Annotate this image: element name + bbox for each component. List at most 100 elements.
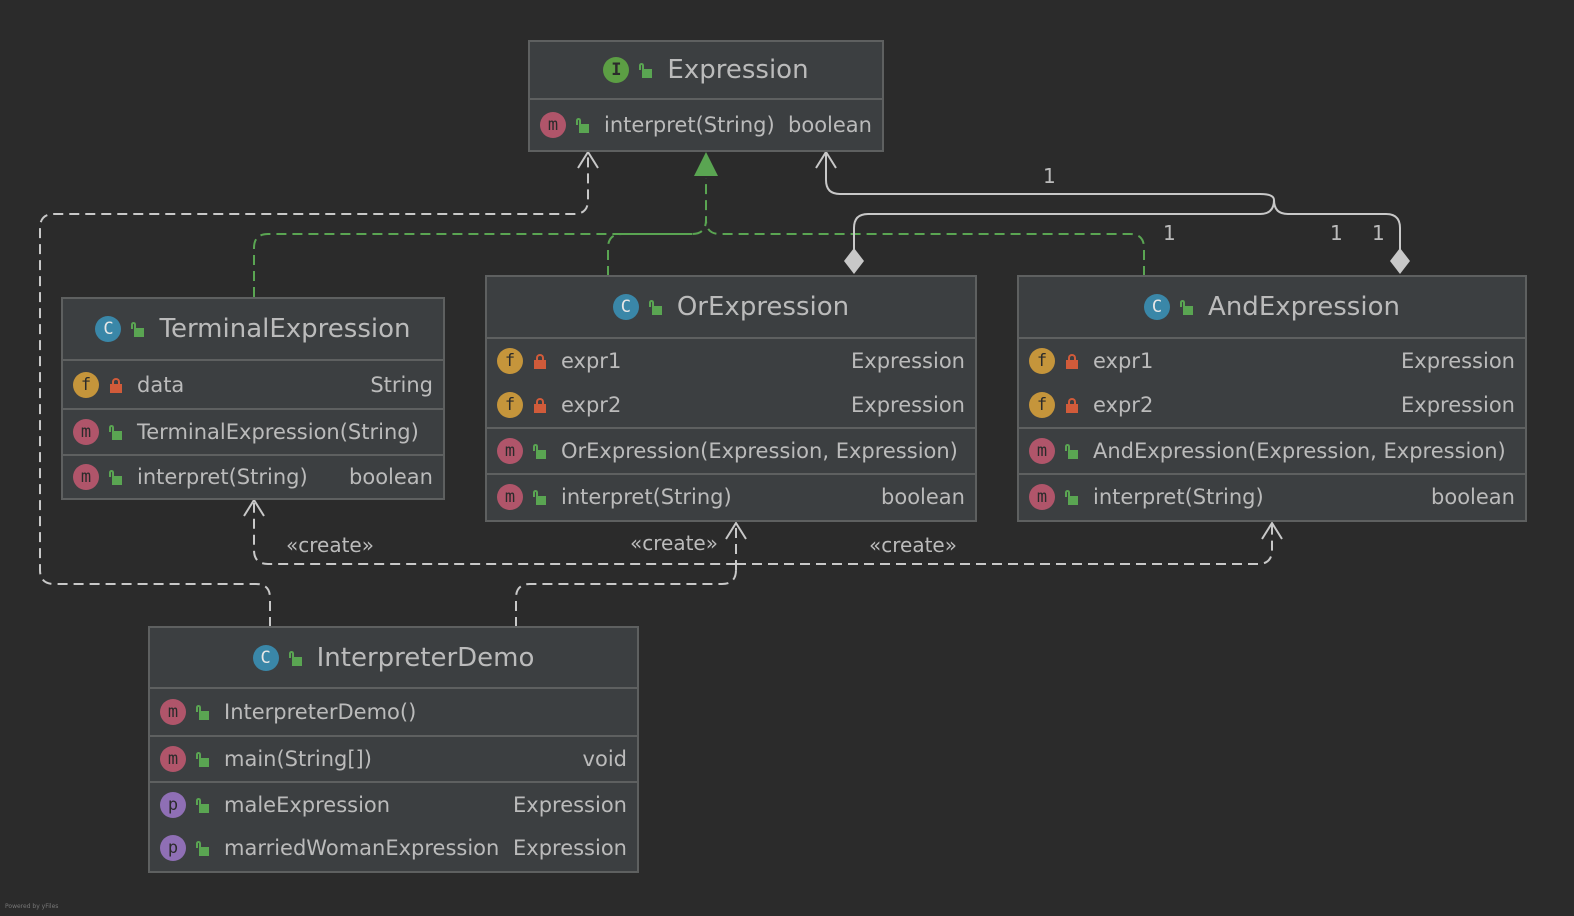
member-type: Expression: [851, 393, 965, 417]
member-type: Expression: [513, 836, 627, 860]
public-lock-icon: [131, 321, 145, 337]
member-name: main(String[]): [224, 747, 372, 771]
edge-demo-uses-expression: [39, 152, 589, 627]
member-row: m interpret(String) boolean: [63, 454, 443, 498]
private-lock-icon: [1065, 353, 1079, 369]
runnable-class-icon: C: [252, 644, 279, 671]
public-lock-icon: [533, 489, 547, 505]
public-lock-icon: [576, 117, 590, 133]
member-name: OrExpression(Expression, Expression): [561, 439, 958, 463]
member-name: InterpreterDemo(): [224, 700, 417, 724]
member-row: f data String: [63, 361, 443, 408]
member-name: interpret(String): [1093, 484, 1264, 509]
edge-terminal-implements-expression: [253, 178, 707, 297]
node-terminal-expression[interactable]: C TerminalExpression f data String m Ter…: [61, 297, 445, 500]
property-icon: p: [160, 792, 186, 818]
member-name: expr1: [561, 349, 622, 373]
field-icon: f: [73, 371, 99, 398]
member-type: boolean: [1431, 484, 1515, 509]
member-row: m InterpreterDemo(): [150, 689, 637, 735]
member-type: boolean: [788, 113, 872, 137]
aggregation-edges: [825, 152, 1401, 250]
edge-and-aggregates-expression: [1273, 199, 1401, 250]
private-lock-icon: [1065, 397, 1079, 413]
member-type: Expression: [851, 349, 965, 373]
method-icon: m: [73, 419, 99, 445]
interface-icon: I: [603, 57, 630, 83]
diamond-and: [1390, 248, 1410, 274]
member-row: f expr1 Expression: [487, 339, 975, 383]
node-header: I Expression: [530, 42, 882, 100]
private-lock-icon: [109, 377, 123, 393]
edge-and-implements-expression: [705, 219, 1145, 276]
method-icon: m: [1029, 483, 1055, 510]
arrowhead-and: [1261, 521, 1283, 540]
node-interpreter-demo[interactable]: C InterpreterDemo m InterpreterDemo() m …: [148, 626, 639, 873]
member-row: m TerminalExpression(String): [63, 408, 443, 454]
create-label: «create»: [286, 533, 374, 557]
public-lock-icon: [1065, 489, 1079, 505]
multiplicity-label: 1: [1372, 221, 1385, 245]
method-icon: m: [497, 483, 523, 510]
class-icon: C: [1144, 294, 1171, 320]
property-icon: p: [160, 835, 186, 861]
method-icon: m: [1029, 438, 1055, 464]
member-row: m OrExpression(Expression, Expression): [487, 427, 975, 473]
method-icon: m: [540, 112, 566, 138]
multiplicity-label: 1: [1043, 164, 1056, 188]
field-icon: f: [1029, 348, 1055, 374]
private-lock-icon: [533, 353, 547, 369]
node-expression[interactable]: I Expression m interpret(String) boolean: [528, 40, 884, 152]
member-row: f expr2 Expression: [1019, 383, 1525, 427]
member-type: void: [582, 747, 627, 771]
multiplicity-label: 1: [1163, 221, 1176, 245]
node-title: Expression: [667, 55, 809, 85]
dependency-edges: [39, 152, 1273, 627]
inheritance-edges: [253, 178, 1145, 297]
public-lock-icon: [639, 62, 653, 78]
member-name: expr2: [561, 393, 622, 417]
member-type: Expression: [513, 793, 627, 817]
member-name: interpret(String): [137, 465, 308, 489]
member-row: m interpret(String) boolean: [530, 100, 882, 150]
public-lock-icon: [1180, 299, 1194, 315]
method-icon: m: [160, 699, 186, 725]
member-type: String: [370, 372, 433, 397]
node-header: C InterpreterDemo: [150, 628, 637, 689]
member-row: m AndExpression(Expression, Expression): [1019, 427, 1525, 473]
node-header: C TerminalExpression: [63, 299, 443, 361]
public-lock-icon: [648, 299, 663, 315]
node-title: OrExpression: [676, 292, 850, 322]
field-icon: f: [497, 392, 523, 418]
method-icon: m: [73, 464, 99, 490]
public-lock-icon: [109, 469, 123, 485]
node-and-expression[interactable]: C AndExpression f expr1 Expression f exp…: [1017, 275, 1527, 522]
public-lock-icon: [196, 704, 210, 720]
diamond-or: [844, 248, 864, 274]
edge-or-implements-expression: [607, 233, 692, 276]
node-title: InterpreterDemo: [316, 642, 535, 673]
node-title: TerminalExpression: [159, 314, 411, 344]
node-title: AndExpression: [1208, 292, 1400, 322]
public-lock-icon: [196, 797, 210, 813]
edge-demo-creates-terminal: [253, 500, 737, 627]
member-name: AndExpression(Expression, Expression): [1093, 439, 1506, 463]
field-icon: f: [1029, 392, 1055, 418]
arrowhead-expression-dep: [577, 150, 599, 169]
member-type: Expression: [1401, 349, 1515, 373]
class-icon: C: [612, 294, 639, 320]
member-row: f expr2 Expression: [487, 383, 975, 427]
member-name: marriedWomanExpression: [224, 836, 500, 860]
method-icon: m: [497, 438, 523, 464]
public-lock-icon: [196, 751, 210, 767]
arrowhead-or: [725, 521, 747, 540]
create-label: «create»: [869, 533, 957, 557]
public-lock-icon: [1065, 443, 1079, 459]
arrowhead-terminal: [243, 498, 265, 517]
node-header: C OrExpression: [487, 277, 975, 339]
node-header: C AndExpression: [1019, 277, 1525, 339]
public-lock-icon: [533, 443, 547, 459]
public-lock-icon: [196, 840, 210, 856]
node-or-expression[interactable]: C OrExpression f expr1 Expression f expr…: [485, 275, 977, 522]
